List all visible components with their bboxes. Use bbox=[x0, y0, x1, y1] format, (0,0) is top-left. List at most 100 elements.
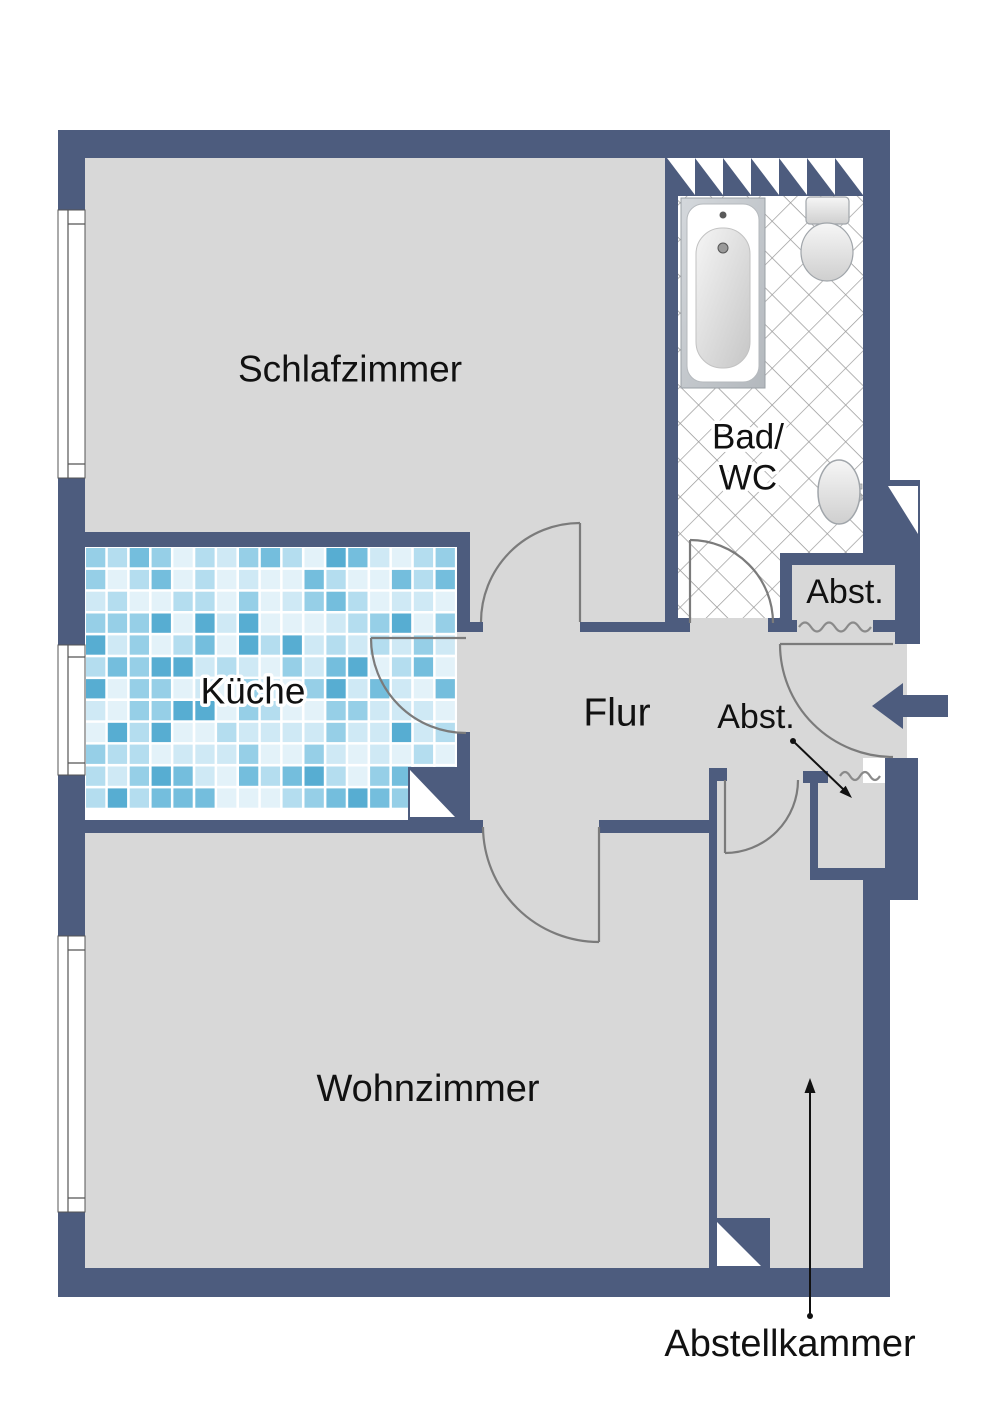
kitchen-tile bbox=[129, 613, 149, 633]
kitchen-tile bbox=[282, 635, 302, 655]
kitchen-tile bbox=[304, 788, 324, 808]
kitchen-tile bbox=[107, 701, 128, 721]
kitchen-tile bbox=[348, 701, 368, 721]
kitchen-tile bbox=[86, 722, 106, 743]
door-bad bbox=[688, 538, 775, 624]
leader-abst-flur bbox=[790, 738, 852, 798]
wall-abst-lower-left bbox=[810, 771, 818, 877]
kitchen-tile bbox=[217, 635, 237, 655]
kitchen-tile bbox=[413, 569, 434, 590]
wall-schlafzimmer-kueche bbox=[58, 532, 470, 547]
wall-right-3 bbox=[885, 758, 918, 900]
kitchen-tile bbox=[413, 635, 434, 655]
kitchen-tile bbox=[413, 591, 434, 611]
kitchen-tile bbox=[413, 548, 434, 568]
kitchen-tile bbox=[326, 548, 346, 568]
kitchen-tile bbox=[326, 744, 346, 764]
kitchen-tile bbox=[391, 657, 412, 677]
kitchen-tile bbox=[348, 679, 368, 699]
kitchen-tile bbox=[173, 766, 193, 786]
kitchen-tile bbox=[107, 613, 128, 633]
window-schlafzimmer bbox=[57, 209, 86, 479]
kitchen-tile bbox=[391, 744, 412, 764]
washbasin bbox=[817, 459, 863, 525]
kitchen-tile bbox=[195, 766, 215, 786]
kitchen-tile bbox=[173, 701, 193, 721]
kitchen-tile bbox=[391, 788, 412, 808]
kitchen-tile bbox=[260, 591, 281, 611]
kitchen-tile bbox=[260, 701, 281, 721]
wall-abst-top-left bbox=[780, 553, 792, 632]
kitchen-tile bbox=[391, 635, 412, 655]
wall-right-2 bbox=[895, 553, 920, 644]
window-wohnzimmer bbox=[57, 935, 86, 1213]
label-flur: Flur bbox=[583, 692, 650, 735]
kitchen-floor bbox=[85, 547, 457, 820]
kitchen-tile bbox=[326, 569, 346, 590]
kitchen-tile bbox=[348, 788, 368, 808]
kitchen-tile bbox=[239, 744, 259, 764]
kitchen-tile bbox=[151, 569, 171, 590]
kitchen-tile bbox=[260, 766, 281, 786]
kitchen-tile bbox=[217, 591, 237, 611]
wall-bad-bottom-right bbox=[768, 618, 780, 632]
kitchen-tile bbox=[413, 722, 434, 743]
kitchen-tile bbox=[282, 788, 302, 808]
wall-abst-top-stub-right bbox=[873, 620, 895, 632]
entry-arrow-icon bbox=[872, 683, 948, 729]
kitchen-tile bbox=[239, 657, 259, 677]
kitchen-tile bbox=[217, 679, 237, 699]
kitchen-tile bbox=[326, 701, 346, 721]
kitchen-tile bbox=[129, 548, 149, 568]
kitchen-tile bbox=[391, 548, 412, 568]
kitchen-tile bbox=[413, 701, 434, 721]
kitchen-tile bbox=[391, 613, 412, 633]
kitchen-tile bbox=[435, 722, 455, 743]
kitchen-tile bbox=[86, 788, 106, 808]
kitchen-tile bbox=[195, 744, 215, 764]
kitchen-tile bbox=[413, 657, 434, 677]
kitchen-tile bbox=[129, 744, 149, 764]
kitchen-tile bbox=[326, 766, 346, 786]
kitchen-tile bbox=[304, 744, 324, 764]
kitchen-tile bbox=[86, 591, 106, 611]
kitchen-tile bbox=[239, 613, 259, 633]
kitchen-tile bbox=[435, 613, 455, 633]
kitchen-tile bbox=[435, 635, 455, 655]
kitchen-tile bbox=[282, 591, 302, 611]
wall-right-1 bbox=[863, 130, 890, 484]
kitchen-tile bbox=[370, 722, 390, 743]
kitchen-tile bbox=[304, 569, 324, 590]
kitchen-tile bbox=[173, 657, 193, 677]
kitchen-tile bbox=[260, 744, 281, 764]
kitchen-tile bbox=[282, 679, 302, 699]
kitchen-tile bbox=[151, 722, 171, 743]
shaft-triangle-right bbox=[888, 486, 918, 534]
kitchen-tile bbox=[370, 548, 390, 568]
kitchen-tile bbox=[326, 657, 346, 677]
kitchen-tile bbox=[348, 744, 368, 764]
wall-kueche-right-top bbox=[457, 532, 470, 632]
door-entry bbox=[778, 642, 894, 759]
kitchen-tile bbox=[282, 613, 302, 633]
shaft-triangle-divider bbox=[717, 1222, 761, 1266]
door-wohnzimmer bbox=[481, 826, 601, 944]
wall-bad-left bbox=[665, 158, 678, 632]
sawtooth-4 bbox=[751, 158, 779, 195]
label-abstellkammer: Abstellkammer bbox=[664, 1323, 916, 1365]
kitchen-tile bbox=[391, 569, 412, 590]
bathtub bbox=[680, 197, 766, 389]
kitchen-tile bbox=[348, 722, 368, 743]
wall-right-4 bbox=[863, 868, 890, 1297]
kitchen-tile bbox=[107, 679, 128, 699]
kitchen-tile bbox=[239, 766, 259, 786]
kitchen-tile bbox=[129, 591, 149, 611]
wall-divider-abstellkammer bbox=[709, 780, 717, 1268]
kitchen-tile bbox=[413, 679, 434, 699]
kitchen-tile bbox=[195, 569, 215, 590]
kitchen-tile bbox=[260, 635, 281, 655]
label-wohnzimmer: Wohnzimmer bbox=[316, 1068, 539, 1110]
kitchen-tile bbox=[391, 591, 412, 611]
kitchen-tile bbox=[260, 679, 281, 699]
